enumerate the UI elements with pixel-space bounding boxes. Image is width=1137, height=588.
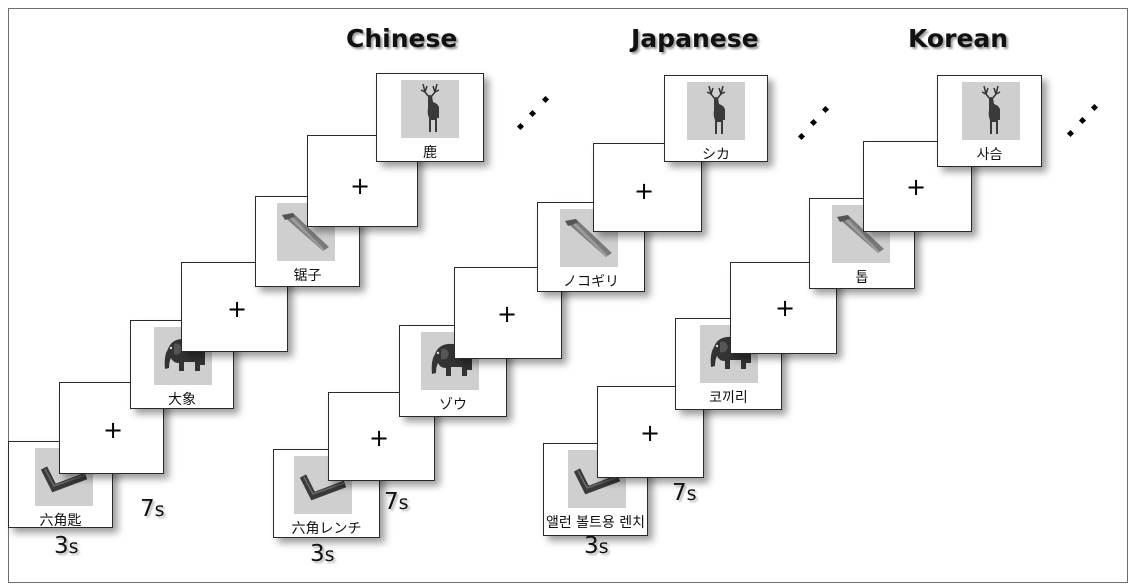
duration-label-fixation-korean: 7s xyxy=(672,480,697,506)
stimulus-card-korean-deer: 사슴 xyxy=(937,75,1042,167)
word-label: 코끼리 xyxy=(709,390,748,406)
duration-label-fixation-chinese: 7s xyxy=(140,496,165,522)
stimulus-card-korean-saw: 톱 xyxy=(809,198,915,289)
word-label: 六角レンチ xyxy=(291,521,362,537)
stimulus-card-japanese-deer: シカ xyxy=(664,75,768,163)
fixation-cross: + xyxy=(634,177,655,205)
stimulus-card-japanese-saw: ノコギリ xyxy=(537,202,645,292)
header-korean: Korean xyxy=(908,24,1009,53)
word-label: 톱 xyxy=(855,270,869,286)
fixation-cross: + xyxy=(103,416,124,444)
fixation-cross: + xyxy=(227,295,248,323)
word-label: 사슴 xyxy=(976,147,1003,163)
word-label: 앨런 볼트용 렌치 xyxy=(545,515,646,531)
word-label: ゾウ xyxy=(439,397,467,413)
fixation-cross: + xyxy=(775,294,796,322)
fixation-card-chinese xyxy=(307,135,418,227)
header-japanese: Japanese xyxy=(631,24,759,53)
word-label: 大象 xyxy=(168,392,196,408)
fixation-cross: + xyxy=(640,419,661,447)
word-label: ノコギリ xyxy=(563,274,619,290)
figure-border xyxy=(8,8,1128,583)
word-label: 锯子 xyxy=(293,268,322,284)
deer-icon xyxy=(401,80,459,138)
duration-label-picture-japanese: 3s xyxy=(310,541,335,567)
fixation-cross: + xyxy=(906,173,927,201)
fixation-cross: + xyxy=(497,300,518,328)
duration-label-picture-korean: 3s xyxy=(584,533,609,559)
deer-icon xyxy=(687,82,745,140)
deer-icon xyxy=(962,82,1020,140)
word-label: 六角匙 xyxy=(39,513,82,529)
duration-label-fixation-japanese: 7s xyxy=(384,489,409,515)
word-label: 鹿 xyxy=(423,145,437,161)
duration-label-picture-chinese: 3s xyxy=(54,533,79,559)
header-chinese: Chinese xyxy=(346,24,458,53)
fixation-cross: + xyxy=(350,172,371,200)
fixation-cross: + xyxy=(369,424,390,452)
word-label: シカ xyxy=(702,147,730,163)
stimulus-card-chinese-deer: 鹿 xyxy=(376,73,484,162)
